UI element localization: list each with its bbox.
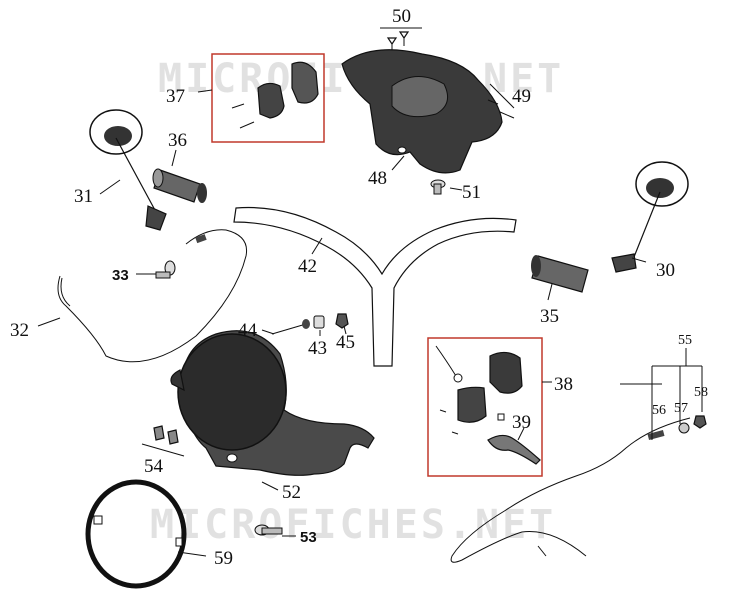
callout-50: 50 <box>392 6 411 27</box>
callout-30: 30 <box>656 260 675 281</box>
part-51-screw <box>430 179 446 195</box>
callout-48: 48 <box>368 168 387 189</box>
part-33-screw <box>155 260 176 279</box>
highlight-box-38 <box>427 337 543 477</box>
callout-labels: 50 37 49 36 31 48 51 30 42 33 32 35 44 4… <box>10 6 708 569</box>
watermark-bottom: MICROFICHES.NET <box>150 502 556 548</box>
callout-43: 43 <box>308 338 327 359</box>
part-36-grip <box>152 168 207 203</box>
callout-36: 36 <box>168 130 187 151</box>
part-30-mirror-right <box>611 161 689 273</box>
callout-31: 31 <box>74 186 93 207</box>
callout-58: 58 <box>694 385 708 400</box>
callout-56: 56 <box>652 403 666 418</box>
part-37-switch-housing <box>231 61 319 129</box>
callout-38: 38 <box>554 374 573 395</box>
callout-35: 35 <box>540 306 559 327</box>
callout-57: 57 <box>674 401 688 416</box>
part-48-49-handlebar-cover <box>341 49 515 174</box>
callout-51: 51 <box>462 182 481 203</box>
callout-53: 53 <box>300 529 317 546</box>
part-59-ring <box>85 479 187 589</box>
highlight-box-37 <box>211 53 325 143</box>
part-50-screws <box>386 31 410 50</box>
callout-33: 33 <box>112 267 129 284</box>
part-38-switch-assembly <box>435 345 523 435</box>
callout-39: 39 <box>512 412 531 433</box>
part-39-lever <box>487 434 541 465</box>
callout-49: 49 <box>512 86 531 107</box>
callout-44: 44 <box>238 320 258 341</box>
callout-52: 52 <box>282 482 301 503</box>
leader-lines <box>37 27 703 557</box>
callout-54: 54 <box>144 456 164 477</box>
callout-45: 45 <box>336 332 355 353</box>
part-52-headlight-housing <box>170 330 375 476</box>
part-54-clips <box>153 425 179 445</box>
part-32-cable <box>57 229 248 363</box>
part-31-mirror-left <box>89 109 167 231</box>
callout-32: 32 <box>10 320 29 341</box>
callout-59: 59 <box>214 548 233 569</box>
callout-55: 55 <box>678 333 692 348</box>
part-44-bolt <box>271 319 310 335</box>
part-45-clip <box>335 313 349 329</box>
part-42-handlebar <box>233 206 517 367</box>
part-43-nut <box>313 315 325 329</box>
callout-37: 37 <box>166 86 185 107</box>
part-35-grip-right <box>531 255 589 293</box>
callout-42: 42 <box>298 256 317 277</box>
part-53-screw <box>254 524 283 536</box>
